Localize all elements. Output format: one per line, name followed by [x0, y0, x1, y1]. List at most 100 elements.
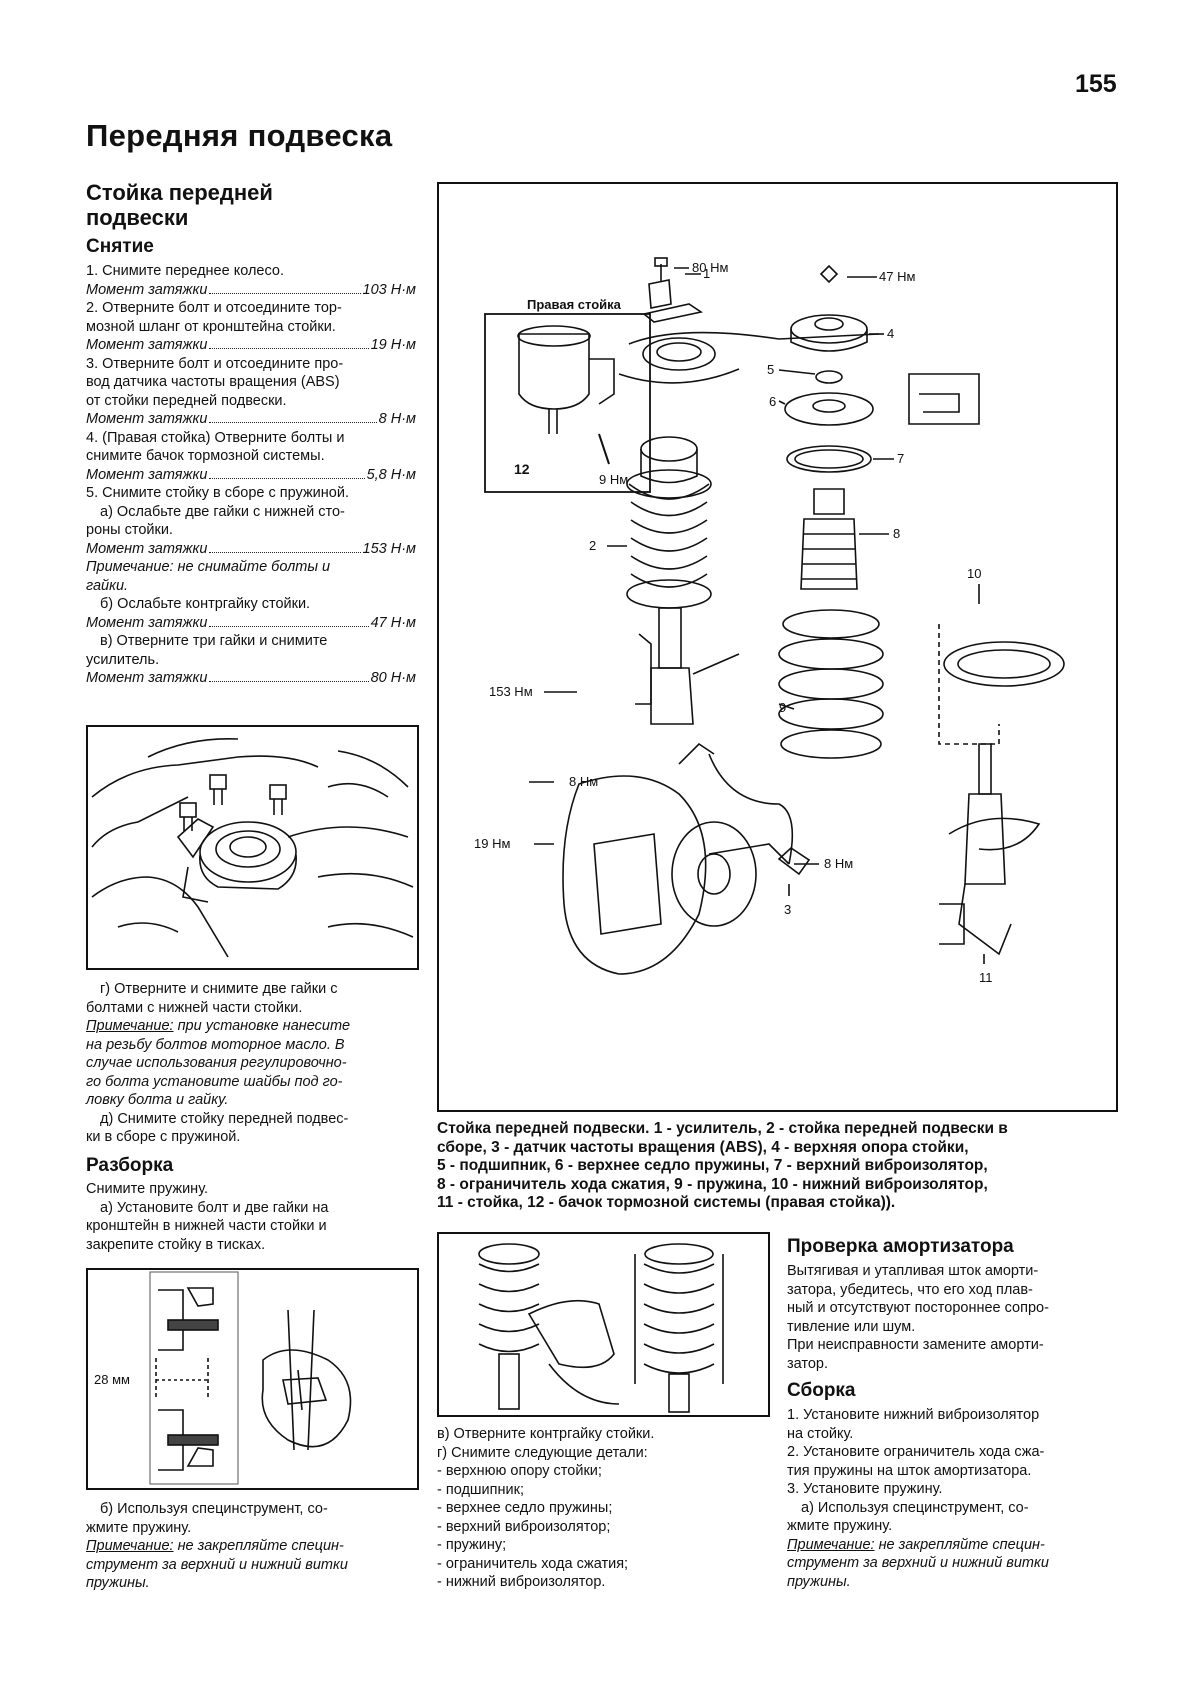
- assembly-note-line: струмент за верхний и нижний витки: [787, 1555, 1049, 1571]
- torque-label-8a: 8 Нм: [569, 774, 598, 789]
- list-item: - верхнее седло пружины;: [437, 1500, 613, 1516]
- part-label-8: 8: [893, 526, 900, 541]
- step-b2-line: б) Используя специнструмент, со-: [100, 1501, 328, 1517]
- vise-dimension-label: 28 мм: [94, 1372, 130, 1387]
- part-label-10: 10: [967, 566, 981, 581]
- assembly-line: а) Используя специнструмент, со-: [801, 1499, 1029, 1516]
- note-b2-line: не закрепляйте специн-: [177, 1538, 344, 1554]
- removal-line: мозной шланг от кронштейна стойки.: [86, 318, 336, 335]
- assembly-line: 3. Установите пружину.: [787, 1481, 943, 1497]
- inset-part-label: 12: [514, 461, 530, 477]
- note-b2-line: пружины.: [86, 1575, 150, 1591]
- part-label-3: 3: [784, 902, 791, 917]
- mid-steps-text: в) Отверните контргайку стойки. г) Сними…: [437, 1425, 767, 1592]
- torque-label: Момент затяжки: [86, 466, 208, 483]
- part-label-9: 9: [779, 700, 786, 715]
- note-b2-line: струмент за верхний и нижний витки: [86, 1556, 348, 1573]
- assembly-line: тия пружины на шток амортизатора.: [787, 1462, 1032, 1479]
- part-label-2: 2: [589, 538, 596, 553]
- part-label-5: 5: [767, 362, 774, 377]
- step-d-line: ки в сборе с пружиной.: [86, 1129, 241, 1145]
- removal-text: 1. Снимите переднее колесо. Момент затяж…: [86, 262, 416, 688]
- removal-line: 4. (Правая стойка) Отверните болты и: [86, 429, 345, 446]
- disassembly-text: Снимите пружину. а) Установите болт и дв…: [86, 1180, 416, 1254]
- vise-illustration: 28 мм: [94, 1271, 352, 1485]
- figure-strut-exploded: Правая стойка 12 9 Нм 80 Нм 1 47 Нм 4 5 …: [437, 182, 1118, 1112]
- torque-value: 47 Н·м: [370, 614, 416, 631]
- removal-line: усилитель.: [86, 651, 160, 668]
- strut-exploded-diagram: Правая стойка 12 9 Нм 80 Нм 1 47 Нм 4 5 …: [474, 257, 1065, 985]
- note-g-first-line: Примечание: при установке нанесите: [86, 1017, 416, 1036]
- torque-row: Момент затяжки 80 Н·м: [86, 669, 416, 688]
- assembly-note-first-line: Примечание: не закрепляйте специн-: [787, 1536, 1122, 1555]
- removal-note: Примечание: не снимайте болты и: [86, 559, 331, 575]
- check-text: Вытягивая и утапливая шток аморти- затор…: [787, 1262, 1122, 1373]
- removed-parts-list: - верхнюю опору стойки; - подшипник; - в…: [437, 1462, 767, 1592]
- mid-step-line: в) Отверните контргайку стойки.: [437, 1426, 655, 1442]
- page-title: Передняя подвеска: [86, 118, 393, 153]
- section-title-line-1: Стойка передней: [86, 180, 273, 205]
- note-label: Примечание:: [86, 1538, 174, 1554]
- list-item: - ограничитель хода сжатия;: [437, 1555, 629, 1572]
- disassembly-heading: Разборка: [86, 1155, 174, 1176]
- figure-spring-compression: [437, 1232, 770, 1417]
- part-label-7: 7: [897, 451, 904, 466]
- part-label-4: 4: [887, 326, 894, 341]
- removal-line: 3. Отверните болт и отсоедините про-: [86, 355, 344, 372]
- torque-label-47: 47 Нм: [879, 269, 915, 284]
- note-g-line: на резьбу болтов моторное масло. В: [86, 1036, 345, 1053]
- list-item: - верхнюю опору стойки;: [437, 1463, 602, 1479]
- removal-line: в) Отверните три гайки и снимите: [100, 633, 328, 649]
- torque-row: Момент затяжки 5,8 Н·м: [86, 466, 416, 485]
- note-label: Примечание:: [787, 1536, 875, 1553]
- check-line: тивление или шум.: [787, 1318, 916, 1335]
- note-b2-first-line: Примечание: не закрепляйте специн-: [86, 1537, 416, 1556]
- step-g-text: г) Отверните и снимите две гайки с болта…: [86, 980, 416, 1147]
- step-b2-text: б) Используя специнструмент, со- жмите п…: [86, 1500, 416, 1593]
- removal-line: вод датчика частоты вращения (ABS): [86, 374, 340, 390]
- caption-line: сборе, 3 - датчик частоты вращения (ABS)…: [437, 1138, 969, 1156]
- torque-value: 153 Н·м: [362, 540, 416, 557]
- note-g-line: при установке нанесите: [177, 1018, 351, 1034]
- torque-value: 5,8 Н·м: [366, 466, 416, 483]
- section-title: Стойка передней подвески: [86, 180, 416, 230]
- assembly-note-line: не закрепляйте специн-: [878, 1536, 1045, 1553]
- disassembly-line: а) Установите болт и две гайки на: [100, 1199, 329, 1216]
- caption-line: Стойка передней подвески. 1 - усилитель,…: [437, 1120, 1008, 1137]
- caption-line: 8 - ограничитель хода сжатия, 9 - пружин…: [437, 1175, 988, 1193]
- part-label-1: 1: [703, 266, 710, 281]
- removal-heading: Снятие: [86, 236, 154, 257]
- torque-value: 8 Н·м: [378, 411, 416, 427]
- torque-label: Момент затяжки: [86, 281, 208, 298]
- removal-line: б) Ослабьте контргайку стойки.: [100, 596, 311, 612]
- note-g-line: случае использования регулировочно-: [86, 1055, 347, 1071]
- check-line: затора, убедитесь, что его ход плав-: [787, 1281, 1033, 1298]
- list-item: - нижний виброизолятор.: [437, 1574, 606, 1590]
- torque-label: Момент затяжки: [86, 670, 208, 686]
- removal-note: гайки.: [86, 577, 129, 594]
- removal-line: роны стойки.: [86, 522, 173, 538]
- assembly-line: 2. Установите ограничитель хода сжа-: [787, 1444, 1045, 1460]
- note-g-line: ловку болта и гайку.: [86, 1092, 229, 1108]
- inset-title: Правая стойка: [527, 297, 622, 312]
- figure-vise: 28 мм: [86, 1268, 419, 1490]
- removal-line: от стойки передней подвески.: [86, 392, 287, 409]
- assembly-text: 1. Установите нижний виброизолятор на ст…: [787, 1406, 1122, 1591]
- torque-label-8b: 8 Нм: [824, 856, 853, 871]
- note-g-line: го болта установите шайбы под го-: [86, 1073, 343, 1090]
- assembly-line: жмите пружину.: [787, 1518, 893, 1534]
- torque-value: 80 Н·м: [370, 670, 416, 686]
- section-title-line-2: подвески: [86, 205, 189, 230]
- note-label: Примечание:: [86, 1018, 174, 1034]
- step-g-line: болтами с нижней части стойки.: [86, 999, 303, 1016]
- part-label-11: 11: [979, 970, 993, 985]
- check-line: ный и отсутствуют постороннее сопро-: [787, 1300, 1049, 1316]
- part-label-6: 6: [769, 394, 776, 409]
- disassembly-line: Снимите пружину.: [86, 1181, 209, 1197]
- step-b2-line: жмите пружину.: [86, 1519, 192, 1536]
- caption-line: 5 - подшипник, 6 - верхнее седло пружины…: [437, 1157, 988, 1174]
